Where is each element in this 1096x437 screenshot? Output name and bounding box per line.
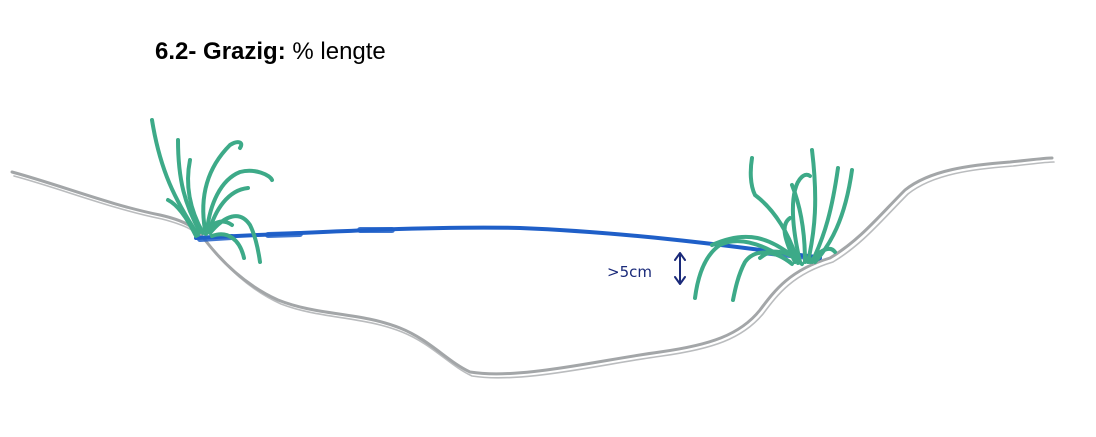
right-grass-tuft bbox=[693, 148, 854, 302]
left-grass-tuft bbox=[150, 118, 274, 264]
page-title: 6.2- Grazig: % lengte bbox=[155, 38, 386, 66]
ditch-bank-profile bbox=[10, 156, 1055, 379]
double-headed-vertical-arrow-icon bbox=[674, 252, 686, 285]
title-text: % lengte bbox=[292, 38, 386, 65]
title-number: 6.2- Grazig: bbox=[155, 38, 286, 65]
depth-label: >5cm bbox=[607, 263, 652, 281]
